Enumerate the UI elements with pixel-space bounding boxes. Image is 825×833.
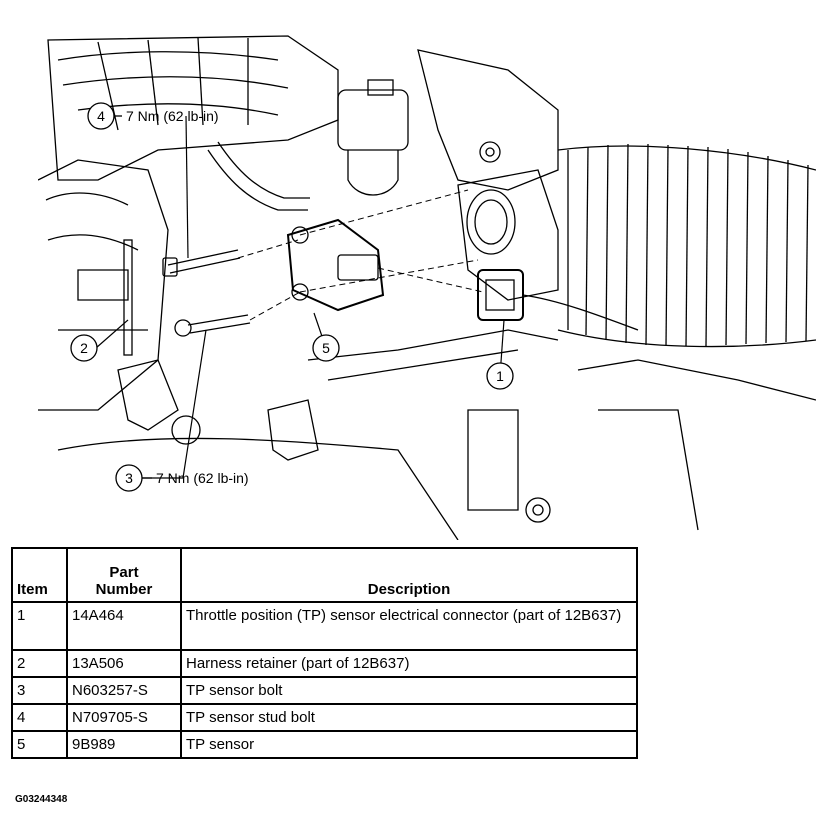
cell-part: 14A464 bbox=[66, 601, 182, 651]
table-row: 5 9B989 TP sensor bbox=[11, 730, 638, 759]
parts-table: Item Part Number Description 1 14A464 Th… bbox=[11, 547, 638, 759]
header-part-line1: Part bbox=[109, 564, 139, 581]
svg-text:4: 4 bbox=[97, 108, 105, 124]
svg-text:2: 2 bbox=[80, 340, 88, 356]
cell-description: TP sensor stud bolt bbox=[180, 703, 638, 732]
callout-5: 5 bbox=[312, 334, 340, 362]
cell-item: 1 bbox=[11, 601, 68, 651]
engine-diagram: 4 7 Nm (62 lb-in) 3 7 Nm (62 lb-in) 2 5 … bbox=[38, 30, 816, 540]
alignment-lines bbox=[237, 189, 484, 321]
cell-item: 2 bbox=[11, 649, 68, 678]
callout-2: 2 bbox=[70, 334, 98, 362]
header-part-number: Part Number bbox=[66, 547, 182, 603]
table-row: 1 14A464 Throttle position (TP) sensor e… bbox=[11, 601, 638, 651]
callout-4: 4 7 Nm (62 lb-in) bbox=[87, 102, 219, 130]
callout-1: 1 bbox=[486, 362, 514, 390]
svg-text:1: 1 bbox=[496, 368, 504, 384]
callout-4-torque: 7 Nm (62 lb-in) bbox=[126, 108, 219, 124]
header-description: Description bbox=[180, 547, 638, 603]
cell-part: 9B989 bbox=[66, 730, 182, 759]
table-row: 2 13A506 Harness retainer (part of 12B63… bbox=[11, 649, 638, 678]
cell-part: N603257-S bbox=[66, 676, 182, 705]
cell-item: 3 bbox=[11, 676, 68, 705]
engine-linework bbox=[38, 35, 816, 540]
header-part-line2: Number bbox=[95, 581, 153, 598]
callout-3: 3 7 Nm (62 lb-in) bbox=[115, 464, 249, 492]
svg-text:3: 3 bbox=[125, 470, 133, 486]
callout-3-torque: 7 Nm (62 lb-in) bbox=[156, 470, 249, 486]
cell-part: N709705-S bbox=[66, 703, 182, 732]
header-item: Item bbox=[11, 547, 68, 603]
cell-item: 5 bbox=[11, 730, 68, 759]
cell-part: 13A506 bbox=[66, 649, 182, 678]
cell-description: Harness retainer (part of 12B637) bbox=[180, 649, 638, 678]
table-header-row: Item Part Number Description bbox=[11, 547, 638, 603]
cell-description: TP sensor bolt bbox=[180, 676, 638, 705]
leader-lines bbox=[95, 115, 505, 479]
figure-code: G03244348 bbox=[15, 794, 68, 805]
cell-item: 4 bbox=[11, 703, 68, 732]
svg-text:5: 5 bbox=[322, 340, 330, 356]
table-row: 4 N709705-S TP sensor stud bolt bbox=[11, 703, 638, 732]
table-row: 3 N603257-S TP sensor bolt bbox=[11, 676, 638, 705]
cell-description: TP sensor bbox=[180, 730, 638, 759]
cell-description: Throttle position (TP) sensor electrical… bbox=[180, 601, 638, 651]
